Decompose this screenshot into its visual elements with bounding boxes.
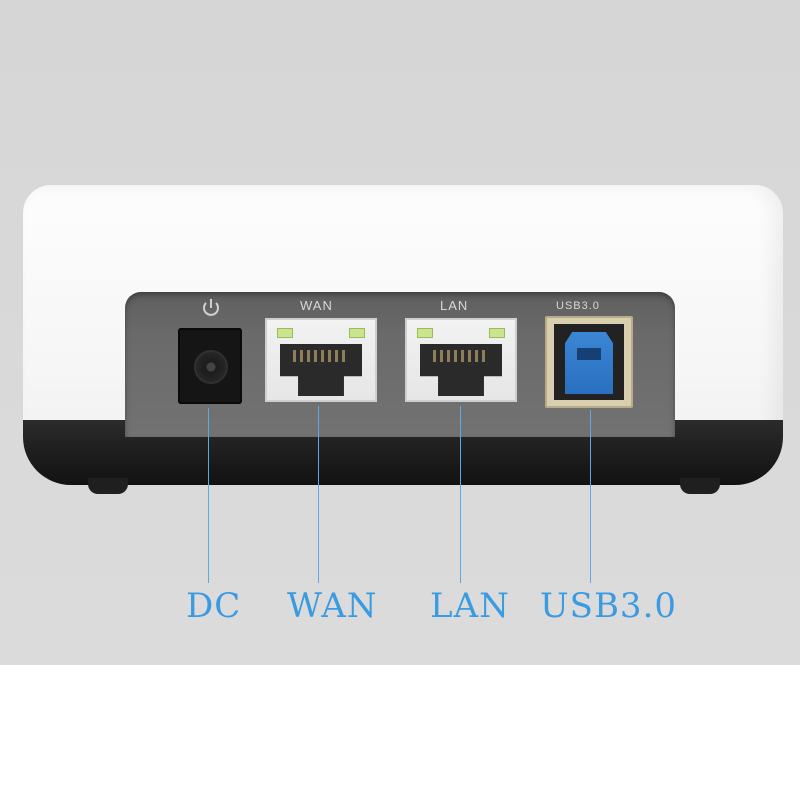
callout-dc: DC — [186, 586, 242, 626]
device-foot-left — [88, 478, 128, 494]
dc-power-jack — [178, 328, 242, 404]
lan-leader-line — [460, 406, 461, 583]
lan-ethernet-port — [405, 318, 517, 402]
usb3-port — [545, 316, 633, 408]
usb3-slot — [577, 348, 601, 360]
callout-wan: WAN — [287, 586, 378, 626]
lan-led-right — [489, 328, 505, 338]
lan-led-left — [417, 328, 433, 338]
power-icon — [203, 299, 219, 316]
callout-lan: LAN — [430, 586, 510, 626]
dc-jack-hole — [194, 350, 228, 384]
wan-led-left — [277, 328, 293, 338]
wan-leader-line — [318, 406, 319, 583]
device-foot-right — [680, 478, 720, 494]
usb-leader-line — [590, 410, 591, 583]
lan-pins — [433, 350, 489, 362]
callout-usb: USB3.0 — [540, 586, 678, 626]
background-floor — [0, 665, 800, 800]
wan-pins — [293, 350, 349, 362]
panel-label-lan: LAN — [440, 298, 469, 313]
panel-label-wan: WAN — [300, 298, 333, 313]
dc-leader-line — [208, 408, 209, 583]
panel-label-usb: USB3.0 — [556, 300, 600, 312]
wan-led-right — [349, 328, 365, 338]
usb3-blue-connector — [565, 332, 613, 394]
wan-ethernet-port — [265, 318, 377, 402]
